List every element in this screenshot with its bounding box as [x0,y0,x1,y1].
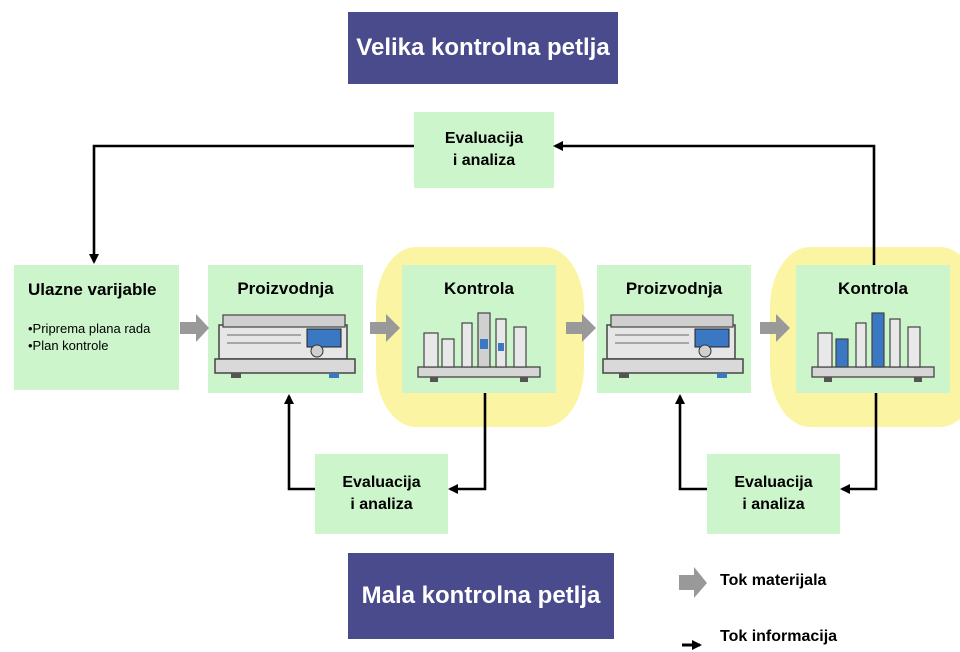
legend-information-label: Tok informacija [720,628,838,645]
info-arrow-small-loop-2-in [840,393,878,494]
info-arrow-big-loop-out [89,144,414,264]
eval-label-line2: i analiza [452,152,516,169]
eval-label-line2: i analiza [742,496,805,513]
material-arrow [760,314,790,342]
inspection-station-icon [811,312,935,382]
machine-icon [214,314,356,378]
eval-box-bottom-2: Evaluacija i analiza [707,454,840,534]
eval-label-line1: Evaluacija [444,130,524,147]
info-arrow-small-loop-1-out [284,394,315,491]
production-box-2: Proizvodnja [597,265,751,393]
material-arrows [180,314,790,342]
inspection-station-icon [417,312,541,382]
stage-label: Kontrola [838,279,908,298]
legend-material-arrow [679,567,707,598]
control-box-2: Kontrola [796,265,950,393]
eval-label-line1: Evaluacija [342,474,421,491]
eval-box-bottom-1: Evaluacija i analiza [315,454,448,534]
input-item: •Plan kontrole [28,338,109,353]
info-arrow-small-loop-2-out [675,394,707,491]
stage-label: Proizvodnja [625,279,723,298]
info-arrow-small-loop-1-in [448,393,487,494]
production-box-1: Proizvodnja [208,265,363,393]
material-arrow [566,314,596,342]
material-arrow [370,314,400,342]
small-loop-title: Mala kontrolna petlja [348,553,614,639]
eval-label-line1: Evaluacija [734,474,813,491]
input-variables-list: •Priprema plana rada •Plan kontrole [28,320,150,354]
stage-label: Proizvodnja [237,279,334,298]
input-variables-box: Ulazne varijable •Priprema plana rada •P… [14,265,179,390]
control-box-1: Kontrola [402,265,556,393]
input-variables-title: Ulazne varijable [28,280,157,299]
stage-label: Kontrola [444,279,514,298]
eval-label-line2: i analiza [350,496,413,513]
info-arrow-big-loop-in [553,141,876,265]
legend-material-label: Tok materijala [720,572,827,589]
input-item: •Priprema plana rada [28,321,151,336]
big-loop-title: Velika kontrolna petlja [348,12,618,84]
machine-icon [602,314,744,378]
eval-box-top: Evaluacija i analiza [414,112,554,188]
material-arrow [180,314,209,342]
